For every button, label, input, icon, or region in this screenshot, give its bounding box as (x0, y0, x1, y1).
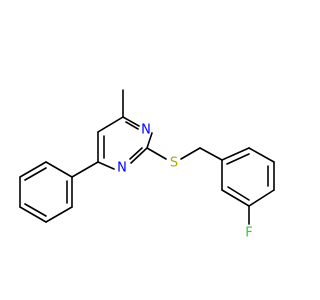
bond-fph-1-inner (226, 153, 250, 165)
bond-n3-c2 (146, 132, 153, 149)
bond-fph-4 (248, 189, 275, 207)
bond-c5-c4 (97, 116, 124, 133)
bond-ph-5 (19, 161, 47, 178)
bond-ph-3-inner (24, 203, 47, 217)
bond-fph-2 (248, 147, 275, 163)
bond-c2-n1 (130, 147, 148, 164)
structure-canvas: N N S F (19, 89, 275, 241)
bond-ch2-ring (199, 147, 223, 161)
atom-label-f: F (245, 226, 252, 241)
bond-s-ch2 (180, 147, 201, 160)
molecule-diagram: N N S F (19, 89, 275, 241)
bond-ph-3 (19, 206, 47, 223)
bond-c4-n3 (122, 116, 140, 127)
bond-fph-5-inner (227, 186, 250, 201)
bond-c2-s (146, 147, 167, 160)
bond-ph-5-inner (24, 167, 47, 181)
atom-label-n3: N (141, 123, 151, 138)
bond-n1-c6 (97, 161, 115, 170)
atom-label-n1: N (117, 161, 127, 176)
bond-fph-1 (221, 147, 250, 161)
bond-ph-6 (45, 161, 73, 178)
bond-fph-5 (221, 189, 250, 207)
bond-c4-n3-inner (125, 121, 139, 130)
atom-label-s: S (170, 156, 178, 171)
bond-c6-phenyl (71, 161, 99, 178)
bond-c2-n1-inner (129, 147, 143, 160)
bond-ph-2 (45, 206, 73, 223)
